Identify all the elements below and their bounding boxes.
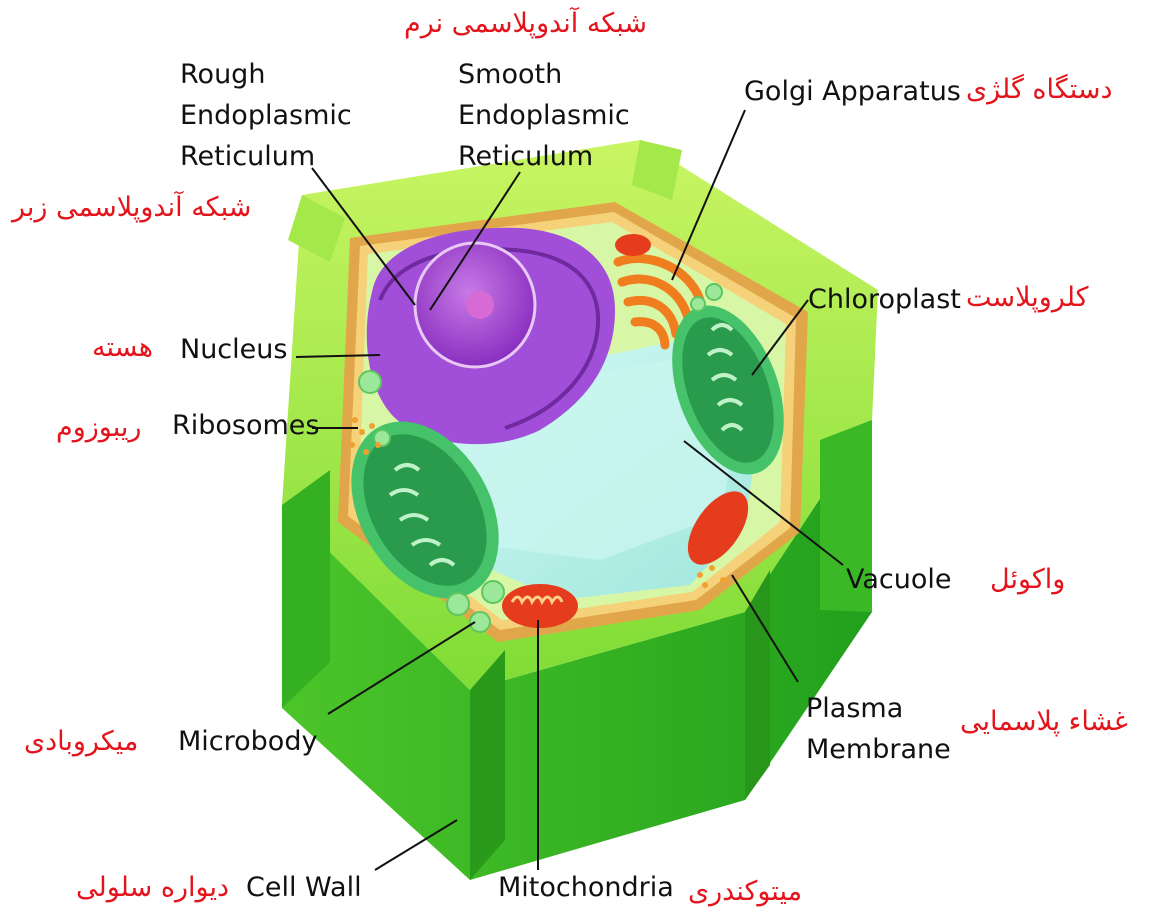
label-ribosomes: Ribosomes <box>172 406 320 446</box>
label-rough-er: Rough Endoplasmic Reticulum <box>180 54 352 177</box>
label-fa-cell-wall: دیواره سلولی <box>76 868 229 908</box>
label-fa-golgi: دستگاه گلژی <box>966 70 1112 110</box>
label-fa-plasma-membrane: غشاء پلاسمایی <box>960 702 1128 742</box>
label-fa-rough-er: شبکه آندوپلاسمی زبر <box>12 188 251 228</box>
label-fa-vacuole: واکوئل <box>990 560 1065 600</box>
label-plasma-membrane: Plasma Membrane <box>806 688 951 770</box>
label-smooth-er: Smooth Endoplasmic Reticulum <box>458 54 630 177</box>
label-golgi: Golgi Apparatus <box>744 72 961 112</box>
label-fa-microbody: میکروبادی <box>24 722 138 762</box>
label-mitochondria: Mitochondria <box>498 868 674 908</box>
label-fa-nucleus: هسته <box>92 328 153 368</box>
label-fa-chloroplast: کلروپلاست <box>966 278 1089 318</box>
label-chloroplast: Chloroplast <box>808 280 961 320</box>
label-nucleus: Nucleus <box>180 330 287 370</box>
label-fa-ribosomes: ریبوزوم <box>56 408 141 448</box>
label-cell-wall: Cell Wall <box>246 868 362 908</box>
label-fa-smooth-er: شبکه آندوپلاسمی نرم <box>404 4 647 44</box>
label-vacuole: Vacuole <box>846 560 952 600</box>
label-fa-mitochondria: میتوکندری <box>688 872 802 912</box>
label-microbody: Microbody <box>178 722 317 762</box>
